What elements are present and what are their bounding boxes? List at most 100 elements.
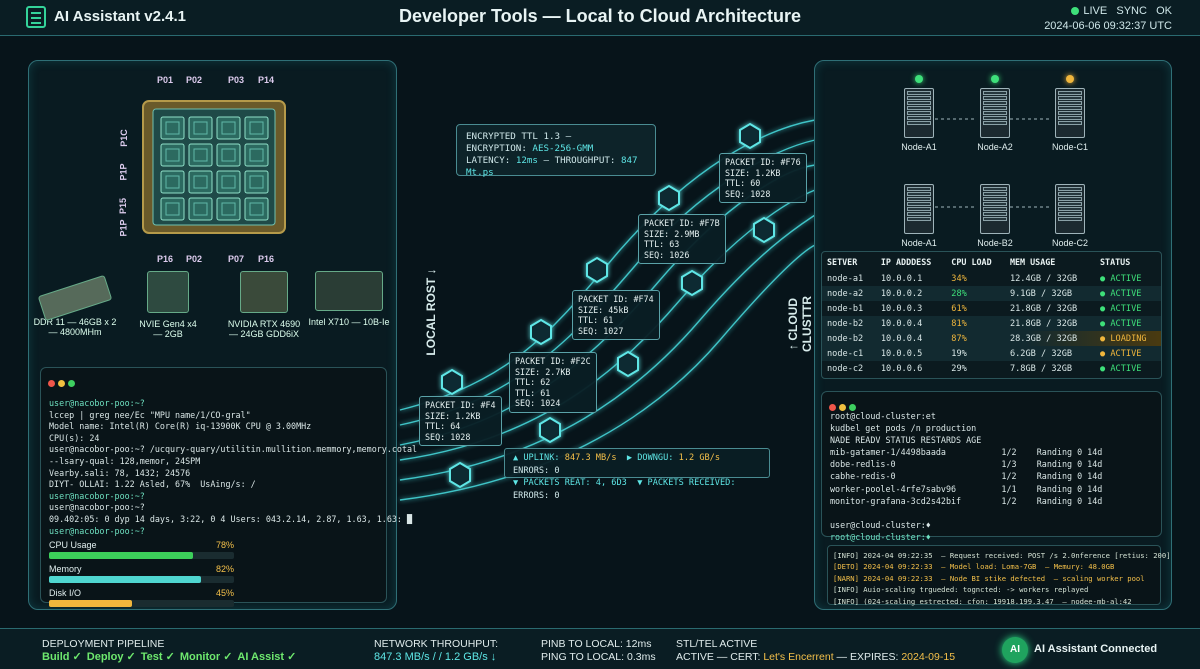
cpu-core (188, 116, 213, 140)
rack-unit (983, 106, 1007, 110)
local-terminal[interactable]: user@nacobor-poo:~?lccep | greg nee/Ec "… (40, 367, 417, 607)
pipeline-stage[interactable]: Test ✓ (140, 651, 175, 663)
log-output: [INFO] 2024-04 09:22:35 — Request receiv… (827, 545, 1171, 606)
pin-label: P15 (118, 197, 129, 215)
close-dot-icon[interactable] (829, 404, 836, 411)
rack-unit (907, 106, 931, 110)
rack-unit (1058, 96, 1082, 100)
rack-unit (1058, 217, 1082, 221)
server-node[interactable]: Node-A2 (965, 75, 1025, 152)
cell-server: node-b2 (827, 333, 864, 344)
enc-label: ENCRYPTION: (466, 143, 527, 154)
deployment-pipeline: DEPLOYMENT PIPELINE Build ✓ Deploy ✓ Test … (42, 638, 301, 664)
packet-id: PACKET ID: #F74 (578, 294, 654, 304)
server-rack-icon (980, 184, 1010, 234)
minimize-dot-icon[interactable] (839, 404, 846, 411)
cpu-core (216, 170, 241, 194)
pin-label: P1C (118, 129, 129, 147)
rack-unit (907, 207, 931, 211)
node-links (935, 118, 1050, 208)
packet-seq: SEQ: 1026 (644, 249, 690, 260)
cell-ip: 10.0.0.2 (880, 288, 923, 299)
cell-status: ● ACTIVE (1095, 361, 1161, 376)
uplink-label: ▲ UPLINK: (513, 453, 560, 463)
throughput-value: 847 Mt.ps (466, 155, 638, 178)
terminal-line: 09.402:05: 0 dyp 14 days, 3:22, 0 4 User… (49, 513, 413, 524)
cell-status: ● LOADING (1095, 331, 1161, 346)
pin-label: P14 (258, 75, 275, 85)
hardware-label: NVIDIA RTX 4690 — 24GB GDD6iX (227, 319, 301, 339)
status-sync: SYNC (1116, 5, 1147, 17)
pipeline-title: DEPLOYMENT PIPELINE (42, 638, 165, 650)
pin-label: P02 (186, 254, 203, 264)
rack-unit (1058, 197, 1082, 201)
close-dot-icon[interactable] (48, 380, 55, 387)
status-text: ACTIVE (1110, 273, 1142, 284)
ping-info: PINB TO LOCAL: 12ms PING TO LOCAL: 0.3ms (541, 638, 656, 664)
pipeline-stage[interactable]: Monitor ✓ (179, 651, 233, 663)
rack-unit (1058, 202, 1082, 206)
cpu-core-inner (221, 148, 236, 162)
terminal-line: monitor-grafana-3cd2s42bif 1/2 Randing 0… (830, 495, 1103, 506)
server-node[interactable]: Node-B2 (965, 171, 1025, 248)
status-text: ACTIVE (1110, 288, 1142, 299)
cell-status: ● ACTIVE (1095, 271, 1161, 286)
cell-server: node-b1 (827, 303, 864, 314)
node-name: Node-A2 (977, 142, 1013, 152)
cell-server: node-a1 (827, 273, 864, 284)
cell-cpu: 19% (951, 348, 967, 359)
pipeline-stage[interactable]: Build ✓ (42, 651, 82, 663)
cell-status: ● ACTIVE (1095, 346, 1161, 361)
rack-unit (983, 207, 1007, 211)
ping-1: PINB TO LOCAL: 12ms (541, 638, 652, 650)
server-node[interactable]: Node-C2 (1040, 171, 1100, 248)
ai-connected-status: AI Assistant Connected (1034, 643, 1158, 655)
downlink-label: ▶ DOWNGU: (626, 453, 674, 463)
server-node[interactable]: Node-C1 (1040, 75, 1100, 152)
hex-node (753, 216, 775, 244)
packets-sent: ▼ PACKETS REAT: 4, 6D3 (513, 478, 627, 488)
hex-node (539, 416, 561, 444)
maximize-dot-icon[interactable] (68, 380, 75, 387)
packet-ttl: TTL: 60 (725, 178, 761, 189)
gauge-fill (49, 600, 133, 607)
ai-assistant-icon[interactable]: AI (1002, 637, 1028, 663)
pipeline-stage[interactable]: Deploy ✓ (86, 651, 136, 663)
terminal-line: --lsary-qual: 128,memor, 24SPM (49, 455, 201, 466)
maximize-dot-icon[interactable] (849, 404, 856, 411)
pipeline-stage[interactable]: AI Assist ✓ (237, 651, 297, 663)
terminal-line: Model name: Intel(R) Core(R) iq-13900K C… (49, 421, 312, 432)
terminal-output: user@nacobor-poo:~?lccep | greg nee/Ec "… (49, 398, 417, 537)
window-controls (48, 374, 78, 392)
server-node[interactable]: Node-A1 (889, 75, 949, 152)
minimize-dot-icon[interactable] (58, 380, 65, 387)
packet-id: PACKET ID: #F2C (515, 356, 591, 366)
server-node[interactable]: Node-A1 (889, 171, 949, 248)
rack-unit (1058, 101, 1082, 105)
cpu-core-inner (249, 202, 264, 216)
rack-unit (983, 217, 1007, 221)
hardware-label: NVIE Gen4 x4 — 2GB (139, 319, 197, 339)
network-throughput: NETWORK THROUHPUT: 847.3 MB/s / / 1.2 GB… (374, 638, 498, 664)
cpu-core-inner (165, 121, 180, 135)
packet-id: PACKET ID: #F4 (425, 400, 496, 410)
rack-unit (1058, 116, 1082, 120)
cpu-core-inner (165, 148, 180, 162)
app-logo-icon (26, 6, 46, 28)
header-status: LIVE SYNC OK 2024-06-06 09:32:37 UTC (1044, 5, 1172, 32)
errors-2: ERRORS: 0 (513, 490, 560, 501)
